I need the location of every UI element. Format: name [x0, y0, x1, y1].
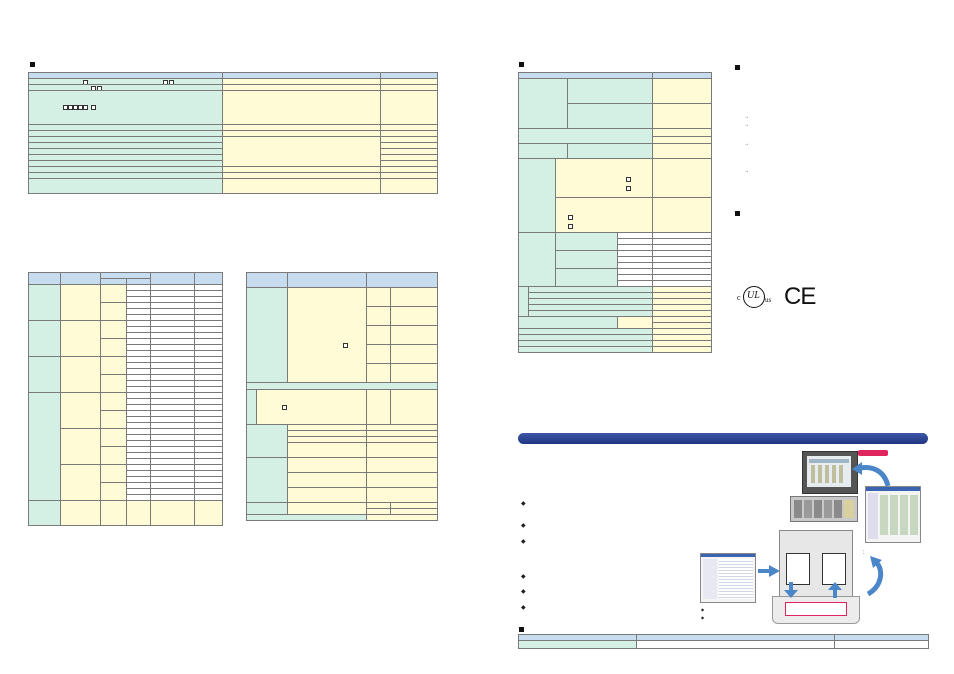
checkbox-square — [83, 80, 88, 84]
section-bullet-square — [519, 62, 524, 67]
checkbox-square — [91, 86, 96, 90]
diamond-bullet: ◆ — [701, 607, 705, 612]
checkbox-square — [68, 105, 73, 110]
diamond-bullet: ◆ — [521, 605, 526, 611]
document-icon — [786, 553, 810, 585]
checkbox-square — [626, 186, 631, 191]
checkbox-square — [568, 215, 573, 220]
right-arrow — [758, 565, 780, 577]
checkbox-square — [73, 105, 78, 110]
cul-us-mark: c UL us — [737, 286, 775, 308]
checkbox-square — [97, 86, 102, 90]
ce-mark: CE — [784, 283, 816, 310]
section-bullet-square — [735, 211, 740, 216]
spec-table-model-list — [28, 272, 223, 526]
checkbox-square — [626, 177, 631, 182]
section-bullet-square — [519, 627, 524, 632]
checkbox-square — [83, 105, 88, 110]
checkbox-square — [78, 105, 83, 110]
diamond-bullet: ◆ — [701, 615, 705, 620]
highlight-tag — [858, 450, 888, 456]
diamond-bullet: ◆ — [521, 523, 526, 529]
diamond-bullet: ◆ — [521, 539, 526, 545]
diamond-bullet: ◆ — [521, 589, 526, 595]
arrow-glyph: → — [744, 114, 749, 120]
curved-arrow — [866, 556, 884, 596]
checkbox-square — [568, 224, 573, 229]
checkbox-square — [63, 105, 68, 110]
spec-table-ordering — [518, 634, 929, 649]
checkbox-square — [91, 105, 96, 110]
spec-table-general — [28, 72, 438, 194]
editor-window-image — [700, 553, 756, 603]
down-arrow — [784, 582, 798, 598]
section-bullet-square — [30, 62, 35, 67]
checkbox-square — [282, 405, 287, 410]
checkbox-square — [163, 80, 168, 84]
curved-arrow — [852, 462, 891, 487]
diamond-bullet: ◆ — [521, 574, 526, 580]
arrow-glyph: → — [744, 168, 749, 174]
hmi-panel-image — [802, 451, 858, 494]
diamond-bullet: ◆ — [521, 501, 526, 507]
up-arrow — [828, 582, 842, 598]
document-icon — [822, 553, 846, 585]
spec-table-functions — [246, 272, 438, 521]
arrow-glyph: → — [744, 141, 749, 147]
section-bullet-square — [735, 65, 740, 70]
feature-banner — [518, 433, 928, 444]
software-window-image — [865, 486, 921, 543]
legend-colon: : — [863, 550, 865, 556]
spec-table-hardware — [517, 72, 713, 353]
plc-rack-image — [790, 496, 858, 522]
laptop-base — [772, 596, 860, 624]
arrow-glyph: → — [744, 122, 749, 128]
checkbox-square — [169, 80, 174, 84]
checkbox-square — [343, 343, 348, 348]
